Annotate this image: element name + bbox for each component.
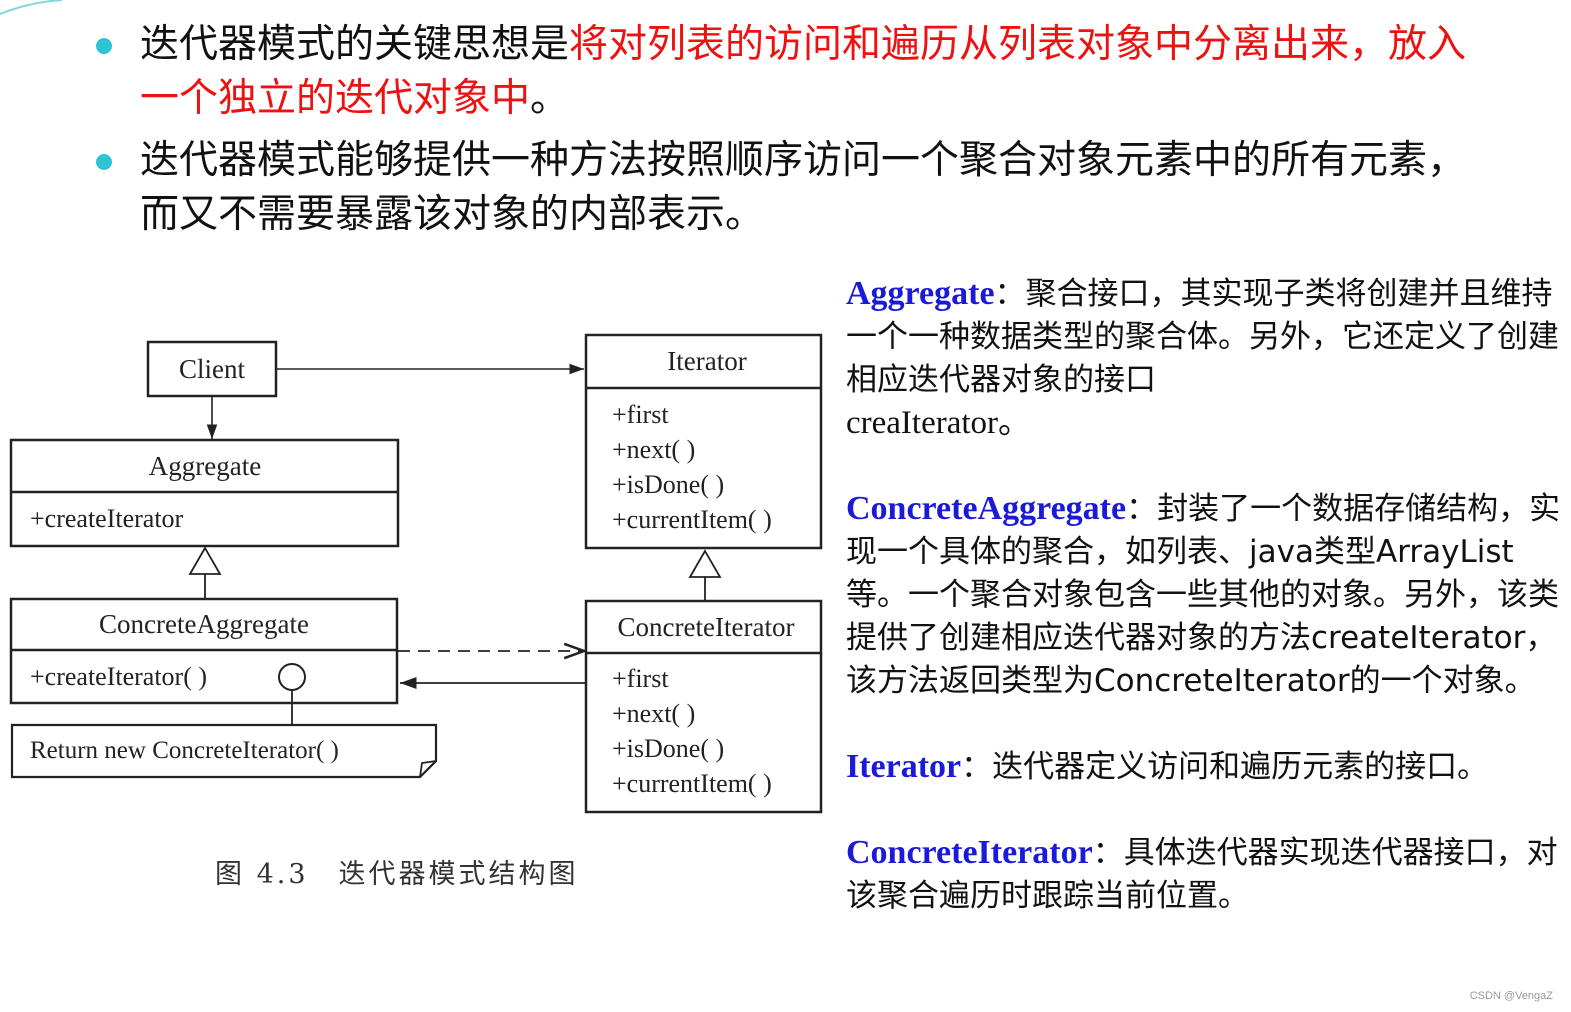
concrete-iterator-op-currentitem: +currentItem( ) bbox=[612, 769, 772, 798]
role-descriptions: Aggregate：聚合接口，其实现子类将创建并且维持一个一种数据类型的聚合体。… bbox=[846, 272, 1561, 960]
aggregate-op: +createIterator bbox=[30, 504, 184, 533]
desc-iterator-text: 迭代器定义访问和遍历元素的接口。 bbox=[992, 749, 1489, 785]
desc-aggregate: Aggregate：聚合接口，其实现子类将创建并且维持一个一种数据类型的聚合体。… bbox=[846, 272, 1561, 445]
aggregate-generalization bbox=[188, 546, 222, 599]
desc-concrete-aggregate: ConcreteAggregate：封装了一个数据存储结构，实现一个具体的聚合，… bbox=[846, 487, 1561, 703]
term-aggregate: Aggregate bbox=[846, 275, 995, 312]
client-label: Client bbox=[179, 354, 245, 384]
desc-aggregate-tail: creaIterator。 bbox=[846, 405, 1032, 441]
desc-concrete-iterator-text: 具体迭代器实现迭代器接口，对该聚合遍历时跟踪当前位置。 bbox=[846, 835, 1558, 914]
corner-decoration bbox=[0, 0, 63, 15]
bullet-item-purpose: 迭代器模式能够提供一种方法按照顺序访问一个聚合对象元素中的所有元素，而又不需要暴… bbox=[90, 134, 1490, 242]
uml-diagram: Client Aggregate +createIterator Concret… bbox=[0, 325, 835, 895]
term-concrete-aggregate: ConcreteAggregate bbox=[846, 490, 1127, 527]
bullet-item-key-idea: 迭代器模式的关键思想是将对列表的访问和遍历从列表对象中分离出来，放入一个独立的迭… bbox=[90, 18, 1490, 126]
term-sep: ： bbox=[994, 276, 1026, 312]
bullet-1-end: 。 bbox=[530, 76, 570, 121]
watermark: CSDN @VengaZ bbox=[1469, 990, 1553, 1002]
iterator-op-next: +next( ) bbox=[612, 435, 695, 464]
bullet-1-highlight: 将对列表的访问和遍历从列表对象中分离出来，放入一个独立的迭代对象中 bbox=[140, 22, 1467, 121]
desc-concrete-aggregate-text: 封装了一个数据存储结构，实现一个具体的聚合，如列表、java类型ArrayLis… bbox=[846, 491, 1561, 699]
term-concrete-iterator: ConcreteIterator bbox=[846, 834, 1093, 871]
concrete-iterator-op-isdone: +isDone( ) bbox=[612, 734, 724, 763]
concrete-aggregate-op: +createIterator( ) bbox=[30, 662, 207, 691]
term-sep: ： bbox=[961, 749, 993, 785]
desc-aggregate-text: 聚合接口，其实现子类将创建并且维持一个一种数据类型的聚合体。另外，它还定义了创建… bbox=[846, 276, 1559, 398]
concrete-aggregate-class: ConcreteAggregate +createIterator( ) bbox=[9, 597, 399, 705]
concrete-iterator-op-next: +next( ) bbox=[612, 699, 695, 728]
iterator-op-isdone: +isDone( ) bbox=[612, 470, 724, 499]
term-sep: ： bbox=[1092, 835, 1124, 871]
iterator-class: Iterator +first +next( ) +isDone( ) +cur… bbox=[584, 333, 823, 550]
client-class: Client bbox=[146, 340, 278, 398]
bullet-dot-icon bbox=[96, 38, 112, 54]
note-text: Return new ConcreteIterator( ) bbox=[30, 737, 339, 764]
bullet-list: 迭代器模式的关键思想是将对列表的访问和遍历从列表对象中分离出来，放入一个独立的迭… bbox=[90, 18, 1490, 250]
concrete-aggregate-name: ConcreteAggregate bbox=[99, 609, 309, 639]
aggregate-name: Aggregate bbox=[149, 451, 261, 481]
term-sep: ： bbox=[1126, 491, 1158, 527]
iterator-op-currentitem: +currentItem( ) bbox=[612, 505, 772, 534]
iterator-name: Iterator bbox=[667, 346, 746, 376]
concrete-iterator-name: ConcreteIterator bbox=[618, 612, 795, 642]
bullet-dot-icon bbox=[96, 154, 112, 170]
iterator-generalization bbox=[688, 549, 722, 601]
bullet-1-text: 迭代器模式的关键思想是 bbox=[140, 22, 570, 67]
desc-iterator: Iterator：迭代器定义访问和遍历元素的接口。 bbox=[846, 745, 1561, 789]
term-iterator: Iterator bbox=[846, 748, 962, 785]
iterator-op-first: +first bbox=[612, 400, 669, 429]
note-box: Return new ConcreteIterator( ) bbox=[10, 723, 438, 779]
figure-caption: 图 4.3 迭代器模式结构图 bbox=[215, 859, 579, 890]
bullet-2-text: 迭代器模式能够提供一种方法按照顺序访问一个聚合对象元素中的所有元素，而又不需要暴… bbox=[140, 138, 1467, 237]
desc-concrete-iterator: ConcreteIterator：具体迭代器实现迭代器接口，对该聚合遍历时跟踪当… bbox=[846, 831, 1561, 918]
concrete-iterator-op-first: +first bbox=[612, 664, 669, 693]
concrete-iterator-class: ConcreteIterator +first +next( ) +isDone… bbox=[584, 599, 823, 814]
aggregate-class: Aggregate +createIterator bbox=[9, 438, 400, 548]
